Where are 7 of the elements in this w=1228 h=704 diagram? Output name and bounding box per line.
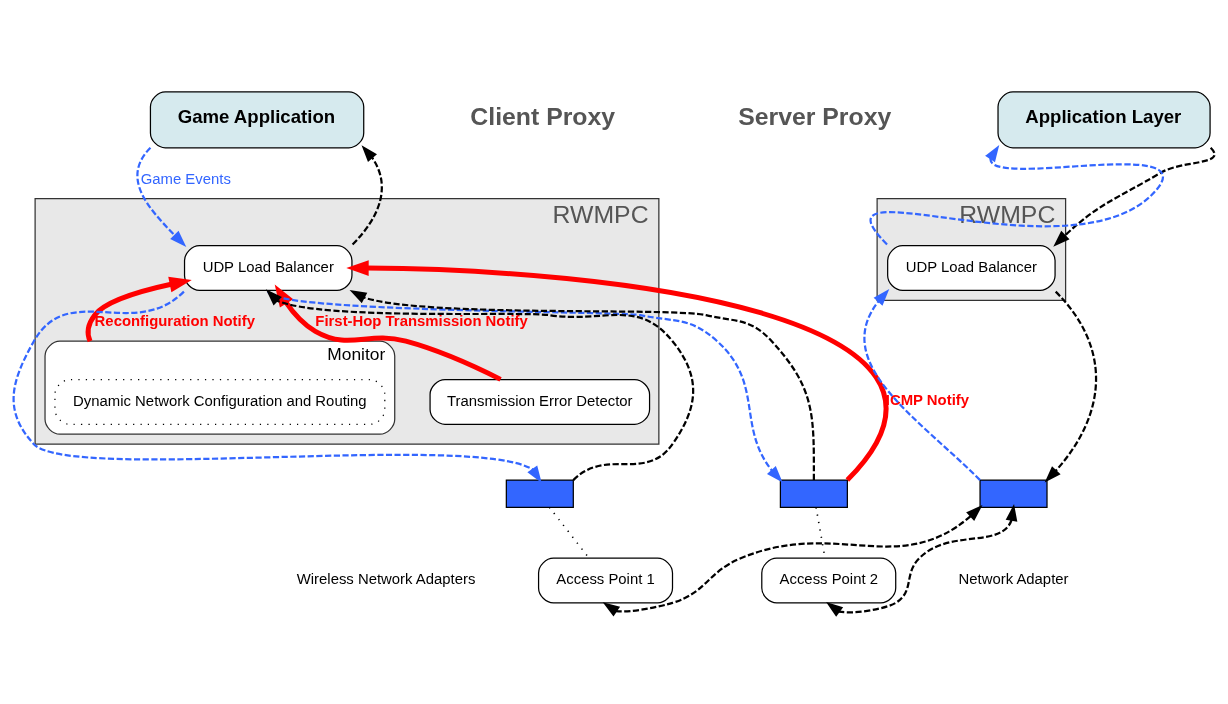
edge-label: Reconfiguration Notify	[94, 312, 255, 329]
edge-label: First-Hop Transmission Notify	[315, 312, 528, 329]
label: Client Proxy	[470, 102, 616, 130]
label: Network Adapter	[958, 570, 1069, 587]
label: Wireless Network Adapters	[296, 570, 476, 587]
edge-label: Game Events	[140, 170, 231, 187]
label: Server Proxy	[738, 102, 892, 130]
